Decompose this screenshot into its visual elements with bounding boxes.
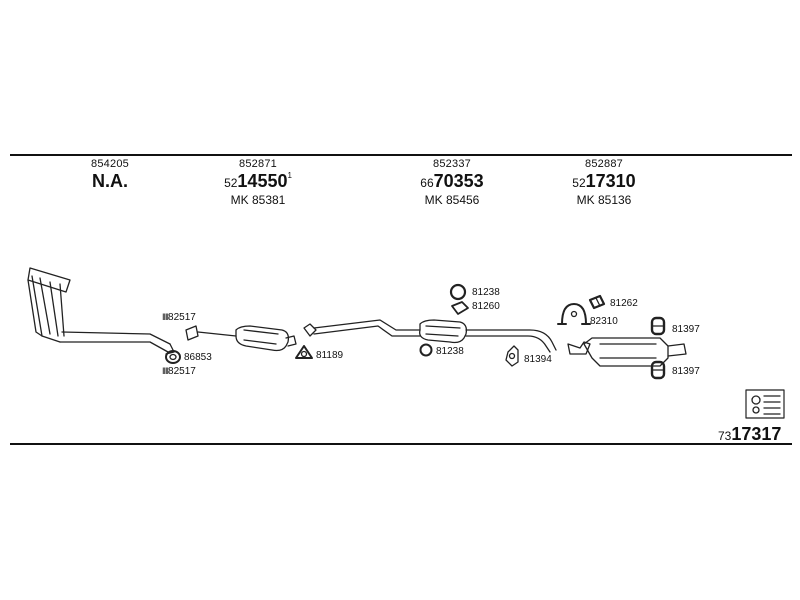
column-header-2: 852871 52145501 MK 85381 (178, 158, 338, 207)
label-81394: 81394 (524, 354, 552, 365)
mount-81394 (505, 345, 519, 367)
main-number: 52145501 (224, 171, 292, 191)
main-number: 6670353 (420, 171, 484, 191)
clamp-82310 (557, 303, 591, 325)
label-86853: 86853 (184, 352, 212, 363)
label-81397-top: 81397 (672, 324, 700, 335)
label-82310: 82310 (590, 316, 618, 327)
part-number: 852337 (433, 158, 471, 170)
gasket-81260 (451, 301, 469, 315)
ring-81238-a (449, 283, 467, 301)
label-81260: 81260 (472, 301, 500, 312)
mk-number: MK 85136 (576, 193, 632, 207)
catalogue-icon (745, 389, 785, 419)
front-pipe-catalyst (165, 325, 297, 355)
rubber-mount-81397-b (650, 360, 666, 380)
column-header-4: 852887 5217310 MK 85136 (524, 158, 684, 207)
rubber-mount-81397-a (650, 316, 666, 336)
label-81397-bottom: 81397 (672, 366, 700, 377)
label-81189: 81189 (316, 350, 344, 361)
main-number: 5217310 (572, 171, 636, 191)
mk-number: MK 85456 (424, 193, 480, 207)
rear-silencer (567, 337, 687, 367)
clamp-81189 (295, 345, 313, 359)
label-81238-bottom: 81238 (436, 346, 464, 357)
gasket-86853 (165, 350, 181, 364)
part-number: 854205 (91, 158, 129, 170)
part-number: 852887 (585, 158, 623, 170)
diagram-code: 7317317 (718, 424, 782, 444)
ring-81238-b (419, 343, 433, 357)
label-82517-top: IIII82517 (162, 312, 196, 323)
top-rule (10, 154, 792, 156)
label-82517-bottom: IIII82517 (162, 366, 196, 377)
clamp-81262 (588, 294, 606, 310)
mk-number: MK 85381 (230, 193, 286, 207)
part-number: 852871 (239, 158, 277, 170)
column-header-1: 854205 N.A. (30, 158, 190, 192)
label-81262: 81262 (610, 298, 638, 309)
bottom-rule (10, 443, 792, 445)
centre-pipe-silencer (303, 319, 557, 353)
column-header-3: 852337 6670353 MK 85456 (372, 158, 532, 207)
label-81238-top: 81238 (472, 287, 500, 298)
main-number: N.A. (92, 171, 128, 191)
exhaust-manifold (27, 267, 171, 353)
